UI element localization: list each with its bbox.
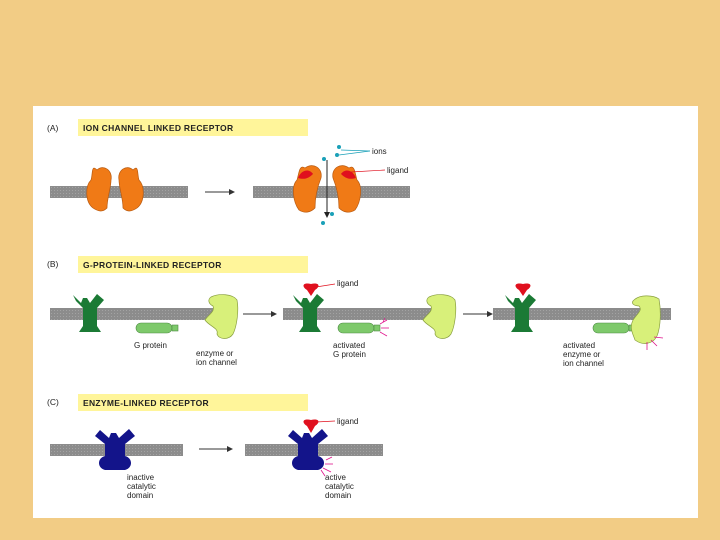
section-c-tag: (C): [47, 397, 59, 407]
arrow-b-1: [243, 311, 277, 317]
enzyme-2: [422, 294, 457, 339]
section-b-title: G-PROTEIN-LINKED RECEPTOR: [83, 260, 222, 270]
ligand-b-pointer: [315, 283, 336, 288]
label-activated-enzyme-2: enzyme or: [563, 350, 601, 359]
arrow-c: [199, 446, 233, 452]
label-inactive-1: inactive: [127, 473, 155, 482]
label-ligand-a: ligand: [387, 166, 408, 175]
membrane-b-2: [283, 308, 453, 320]
section-b: (B) G-PROTEIN-LINKED RECEPTOR G protein …: [47, 256, 671, 368]
label-ions: ions: [372, 147, 387, 156]
receptor-diagram: (A) ION CHANNEL LINKED RECEPTOR: [47, 119, 671, 500]
arrow-a: [205, 189, 235, 195]
label-inactive-3: domain: [127, 491, 153, 500]
diagram-panel: (A) ION CHANNEL LINKED RECEPTOR: [33, 106, 698, 518]
label-activated-g-2: G protein: [333, 350, 366, 359]
label-activated-enzyme-1: activated: [563, 341, 595, 350]
label-active-3: domain: [325, 491, 351, 500]
label-ligand-b: ligand: [337, 279, 358, 288]
enzyme-receptor-inactive: [95, 429, 135, 470]
section-a-tag: (A): [47, 123, 59, 133]
section-c-title: ENZYME-LINKED RECEPTOR: [83, 398, 209, 408]
label-active-2: catalytic: [325, 482, 354, 491]
membrane-a-right: [253, 186, 410, 198]
section-a: (A) ION CHANNEL LINKED RECEPTOR: [47, 119, 410, 225]
enzyme-1: [204, 294, 239, 339]
section-c-title-highlight: [78, 394, 308, 411]
ligand-a-pointer: [350, 169, 386, 173]
enzyme-activated: [630, 295, 664, 350]
enzyme-receptor-active: [288, 429, 328, 470]
ligand-c-pointer: [315, 420, 336, 423]
g-receptor-3: [505, 294, 536, 332]
label-inactive-2: catalytic: [127, 482, 156, 491]
section-b-title-highlight: [78, 256, 308, 273]
ions-pointer: [338, 149, 371, 156]
label-g-protein: G protein: [134, 341, 167, 350]
label-enzyme-1: enzyme or: [196, 349, 234, 358]
arrow-b-2: [463, 311, 493, 317]
ligand-c: [303, 419, 319, 433]
ligand-b-2: [515, 283, 531, 296]
section-c: (C) ENZYME-LINKED RECEPTOR inactive cata…: [47, 394, 383, 500]
g-protein-1: [135, 322, 179, 334]
label-ligand-c: ligand: [337, 417, 358, 426]
label-activated-g-1: activated: [333, 341, 365, 350]
ligand-b-1: [303, 283, 319, 296]
label-activated-enzyme-3: ion channel: [563, 359, 604, 368]
ion-channel-open: [293, 160, 361, 218]
section-a-title: ION CHANNEL LINKED RECEPTOR: [83, 123, 233, 133]
label-active-1: active: [325, 473, 346, 482]
activation-glow-c: [320, 456, 333, 477]
g-protein-bound: [592, 322, 636, 334]
section-b-tag: (B): [47, 259, 59, 269]
section-a-title-highlight: [78, 119, 308, 136]
membrane-a-left: [50, 186, 188, 198]
ligand-a-right: [341, 170, 356, 179]
g-receptor-1: [73, 294, 104, 332]
ion-channel-closed: [86, 167, 144, 212]
membrane-b-3: [493, 308, 671, 320]
label-enzyme-2: ion channel: [196, 358, 237, 367]
g-protein-activated: [337, 317, 389, 337]
g-receptor-2: [293, 294, 324, 332]
ligand-a-left: [298, 170, 313, 179]
ions: [321, 145, 341, 225]
